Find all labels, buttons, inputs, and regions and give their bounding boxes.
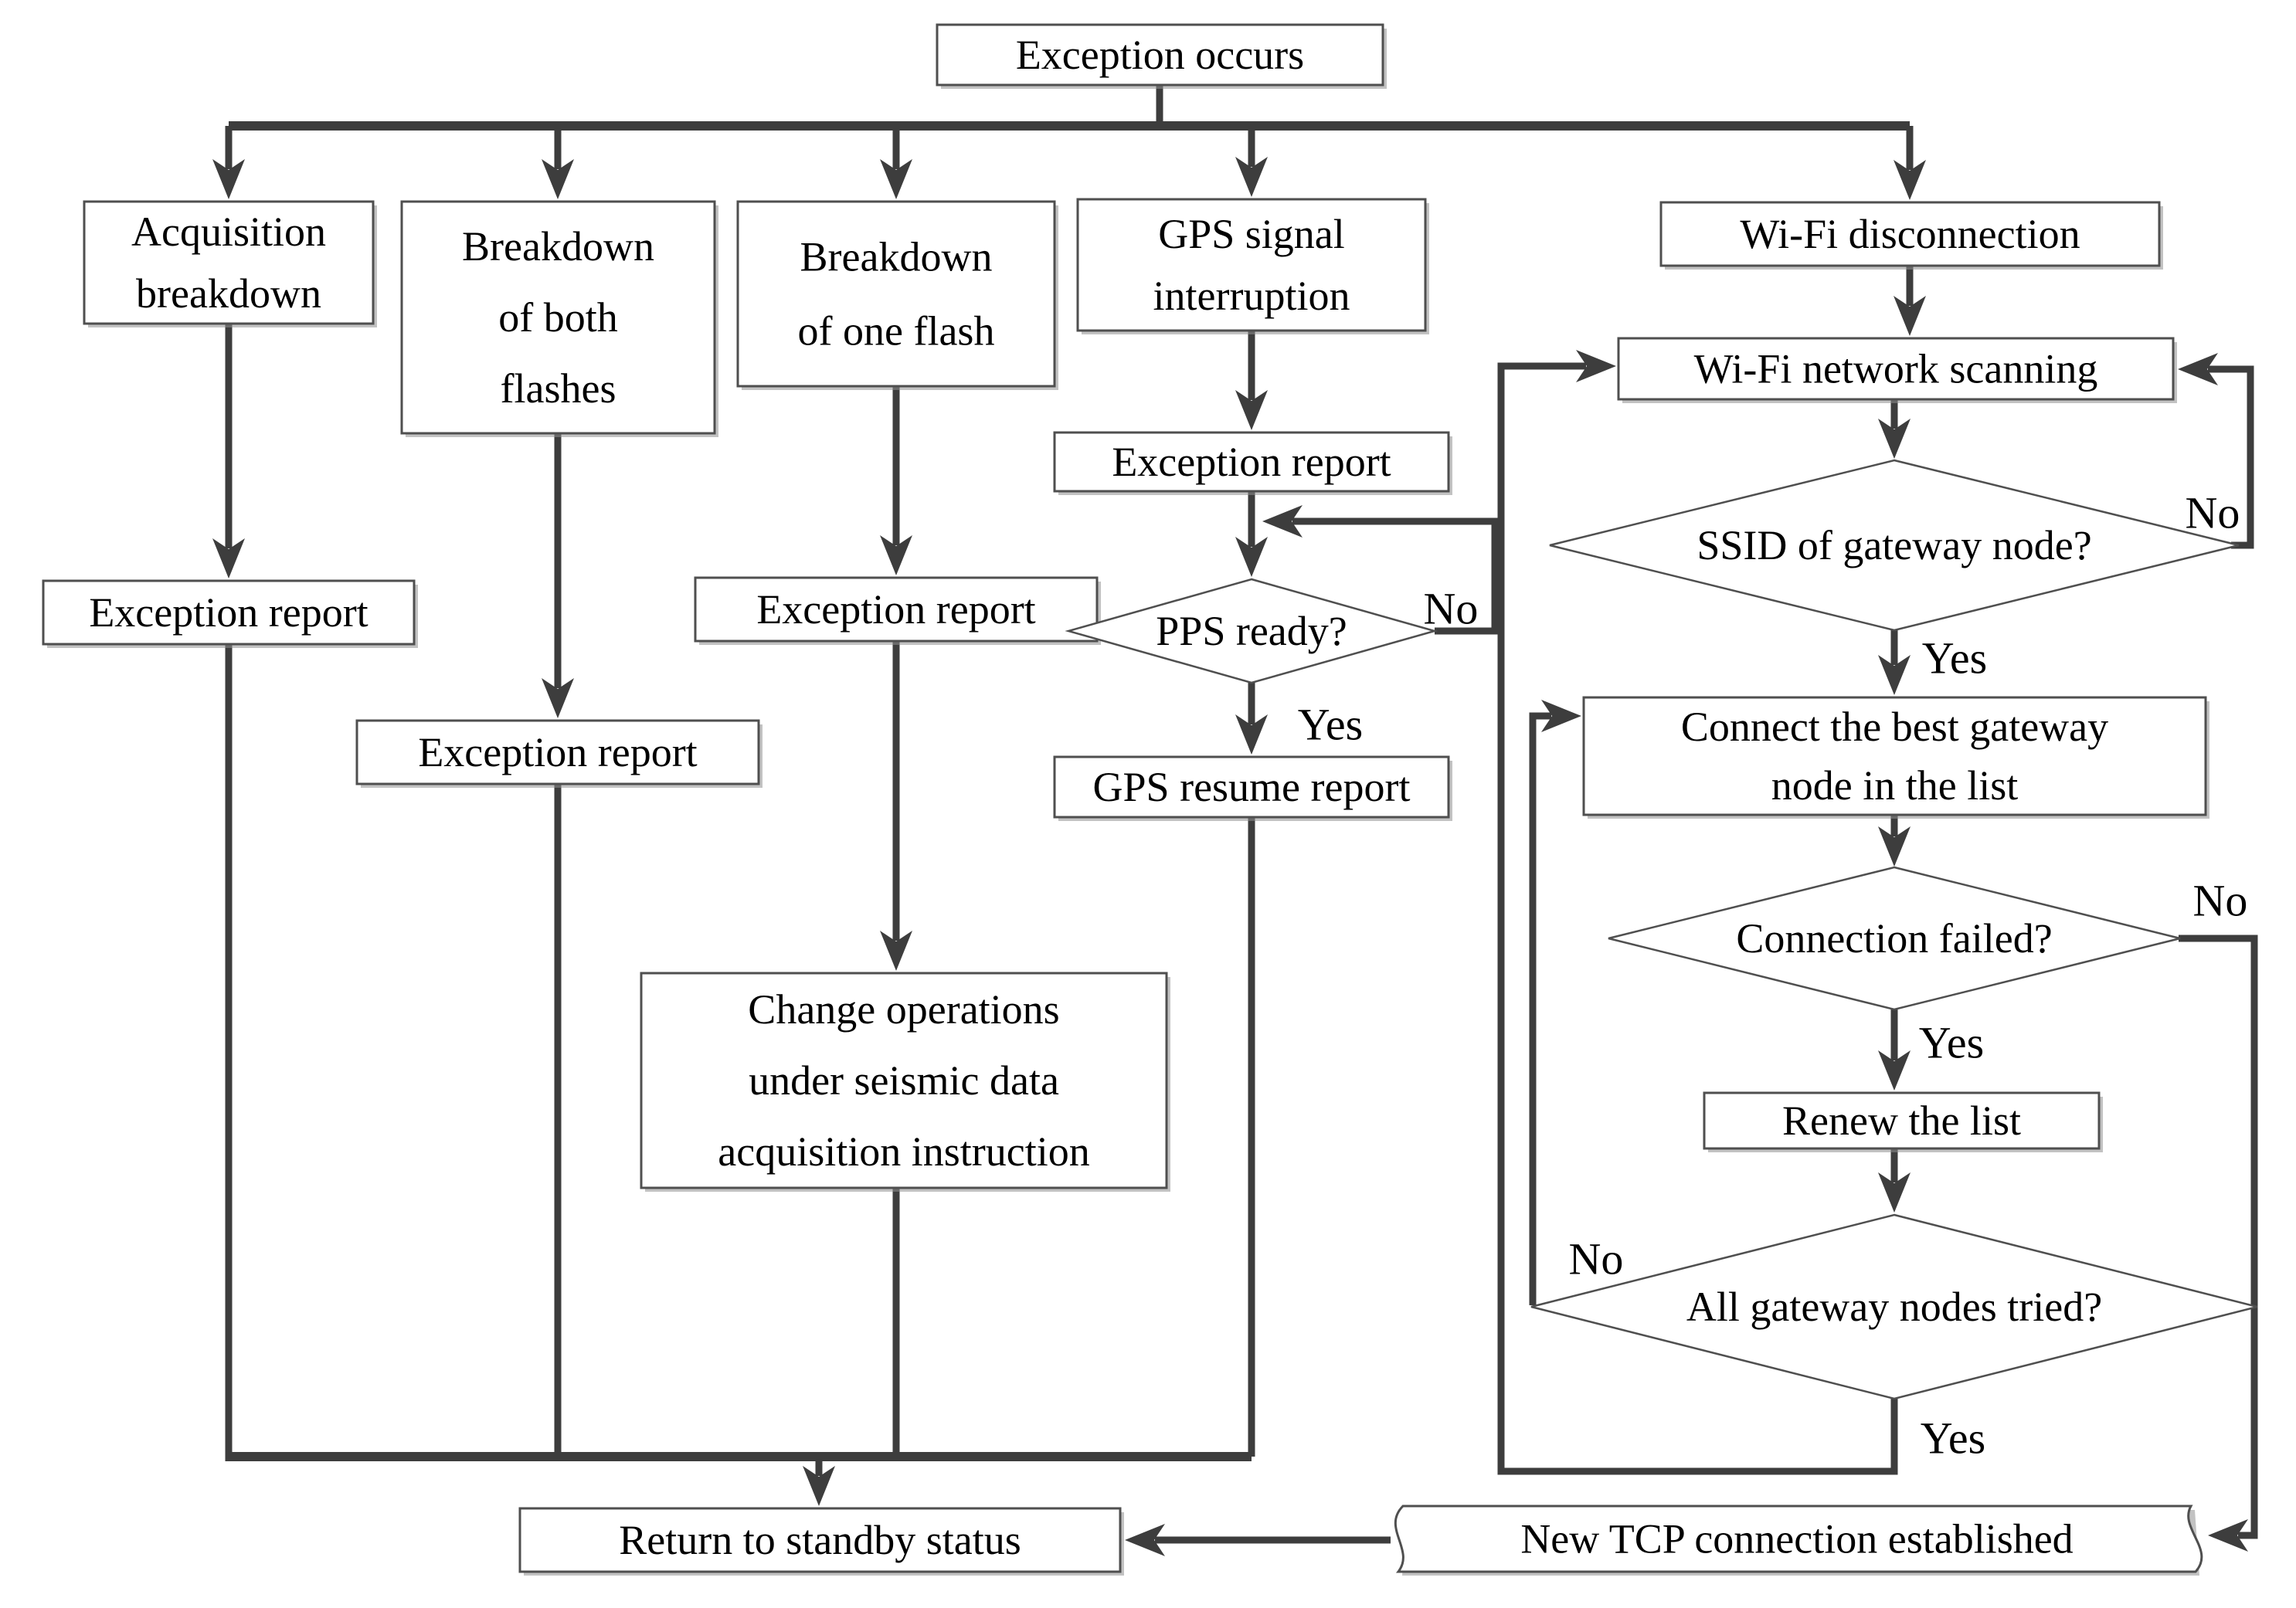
pps-yes-label: Yes	[1298, 700, 1363, 750]
breakdown-both-flashes-label: flashes	[501, 365, 616, 412]
wifi-disconnection: Wi-Fi disconnection	[1659, 201, 2163, 270]
exception-report-3-shape	[694, 576, 1099, 643]
breakdown-both-flashes-label: of both	[498, 294, 618, 341]
new-tcp-connection: New TCP connection established	[1394, 1505, 2203, 1576]
pps-no-loop-label: No	[1424, 584, 1479, 634]
exception-report-1-label: Exception report	[89, 589, 368, 636]
all-tried-yes-loop	[1497, 350, 1898, 1475]
ssid-no-loop	[2178, 353, 2254, 549]
breakdown-one-flash-label: of one flash	[798, 308, 995, 355]
all-gateway-nodes-tried-label: All gateway nodes tried?	[1686, 1284, 2102, 1330]
exception-occurs-shape	[936, 23, 1384, 87]
exception-report-4-label: Exception report	[1112, 439, 1391, 485]
wifi-network-scanning-shape	[1617, 337, 2175, 401]
gps-signal-interruption: GPS signal interruption	[1076, 198, 1429, 334]
breakdown-one-flash: Breakdown of one flash	[736, 200, 1058, 390]
breakdown-both-flashes-shape	[400, 200, 716, 435]
acquisition-breakdown-label: breakdown	[136, 270, 321, 317]
connect-best-gateway-shape	[1582, 696, 2207, 816]
ssid-yes-label: Yes	[1922, 633, 1987, 684]
connection-failed: Connection failed?	[1608, 866, 2181, 1011]
exception-occurs-label: Exception occurs	[1016, 32, 1304, 78]
exception-report-2-shape	[355, 719, 760, 785]
gps-resume-report: GPS resume report	[1053, 755, 1452, 821]
exception-report-3: Exception report	[694, 576, 1101, 645]
gps-resume-report-label: GPS resume report	[1093, 764, 1411, 810]
pps-ready: PPS ready?	[1065, 578, 1438, 684]
return-to-standby: Return to standby status	[518, 1507, 1124, 1576]
breakdown-both-flashes-label: Breakdown	[462, 223, 654, 270]
return-to-standby-shape	[518, 1507, 1122, 1573]
gps-signal-interruption-shape	[1076, 198, 1427, 332]
connection-failed-shape	[1608, 866, 2181, 1011]
gps-resume-report-shape	[1053, 755, 1450, 819]
exception-report-4-shape	[1053, 431, 1450, 493]
return-to-standby-label: Return to standby status	[619, 1517, 1021, 1563]
connection-failed-label: Connection failed?	[1736, 915, 2052, 962]
ssid-of-gateway-node: SSID of gateway node?	[1549, 459, 2240, 632]
wifi-disconnection-shape	[1659, 201, 2161, 267]
new-tcp-connection-shape	[1394, 1505, 2203, 1573]
renew-the-list-label: Renew the list	[1782, 1097, 2021, 1144]
change-operations-label: Change operations	[748, 986, 1059, 1033]
failed-no-loop	[2179, 935, 2258, 1552]
renew-the-list: Renew the list	[1703, 1091, 2103, 1152]
wifi-disconnection-label: Wi-Fi disconnection	[1740, 211, 2080, 257]
connect-best-gateway: Connect the best gateway node in the list	[1582, 696, 2209, 819]
renew-the-list-shape	[1703, 1091, 2101, 1150]
exception-report-1-shape	[42, 579, 416, 646]
change-operations: Change operations under seismic data acqui…	[640, 972, 1170, 1192]
all-gateway-nodes-tried-shape	[1530, 1213, 2258, 1400]
pps-no-loop	[1262, 505, 1499, 635]
all-tried-yes-loop-label: Yes	[1921, 1413, 1985, 1464]
connect-best-gateway-label: node in the list	[1771, 762, 2018, 809]
exception-report-2-label: Exception report	[418, 729, 697, 775]
acquisition-breakdown-shape	[83, 200, 375, 325]
failed-no-loop-label: No	[2193, 876, 2248, 926]
gps-signal-interruption-label: interruption	[1153, 273, 1350, 319]
pps-ready-shape	[1065, 578, 1438, 684]
exception-report-4: Exception report	[1053, 431, 1452, 495]
connect-best-gateway-label: Connect the best gateway	[1681, 704, 2108, 750]
wifi-network-scanning-label: Wi-Fi network scanning	[1694, 346, 2098, 392]
gps-signal-interruption-label: GPS signal	[1158, 211, 1345, 257]
new-tcp-connection-label: New TCP connection established	[1520, 1516, 2073, 1562]
all-gateway-nodes-tried: All gateway nodes tried?	[1530, 1213, 2258, 1400]
acquisition-breakdown-label: Acquisition	[131, 209, 326, 255]
ssid-of-gateway-node-label: SSID of gateway node?	[1697, 522, 2091, 568]
exception-report-1: Exception report	[42, 579, 418, 648]
pps-ready-label: PPS ready?	[1156, 608, 1347, 654]
ssid-of-gateway-node-shape	[1549, 459, 2240, 632]
breakdown-one-flash-label: Breakdown	[800, 234, 993, 280]
acquisition-breakdown: Acquisition breakdown	[83, 200, 377, 327]
wifi-network-scanning: Wi-Fi network scanning	[1617, 337, 2177, 403]
change-operations-label: acquisition instruction	[718, 1128, 1089, 1175]
change-operations-label: under seismic data	[749, 1057, 1059, 1104]
all-tried-no-loop	[1529, 700, 1581, 1305]
ssid-no-loop-label: No	[2186, 488, 2240, 538]
all-tried-no-loop-label: No	[1569, 1234, 1624, 1284]
change-operations-shape	[640, 972, 1168, 1189]
exception-report-2: Exception report	[355, 719, 763, 788]
exception-report-3-label: Exception report	[756, 586, 1035, 633]
breakdown-one-flash-shape	[736, 200, 1056, 388]
breakdown-both-flashes: Breakdown of both flashes	[400, 200, 718, 437]
exception-occurs: Exception occurs	[936, 23, 1387, 89]
failed-yes-label: Yes	[1919, 1018, 1984, 1068]
